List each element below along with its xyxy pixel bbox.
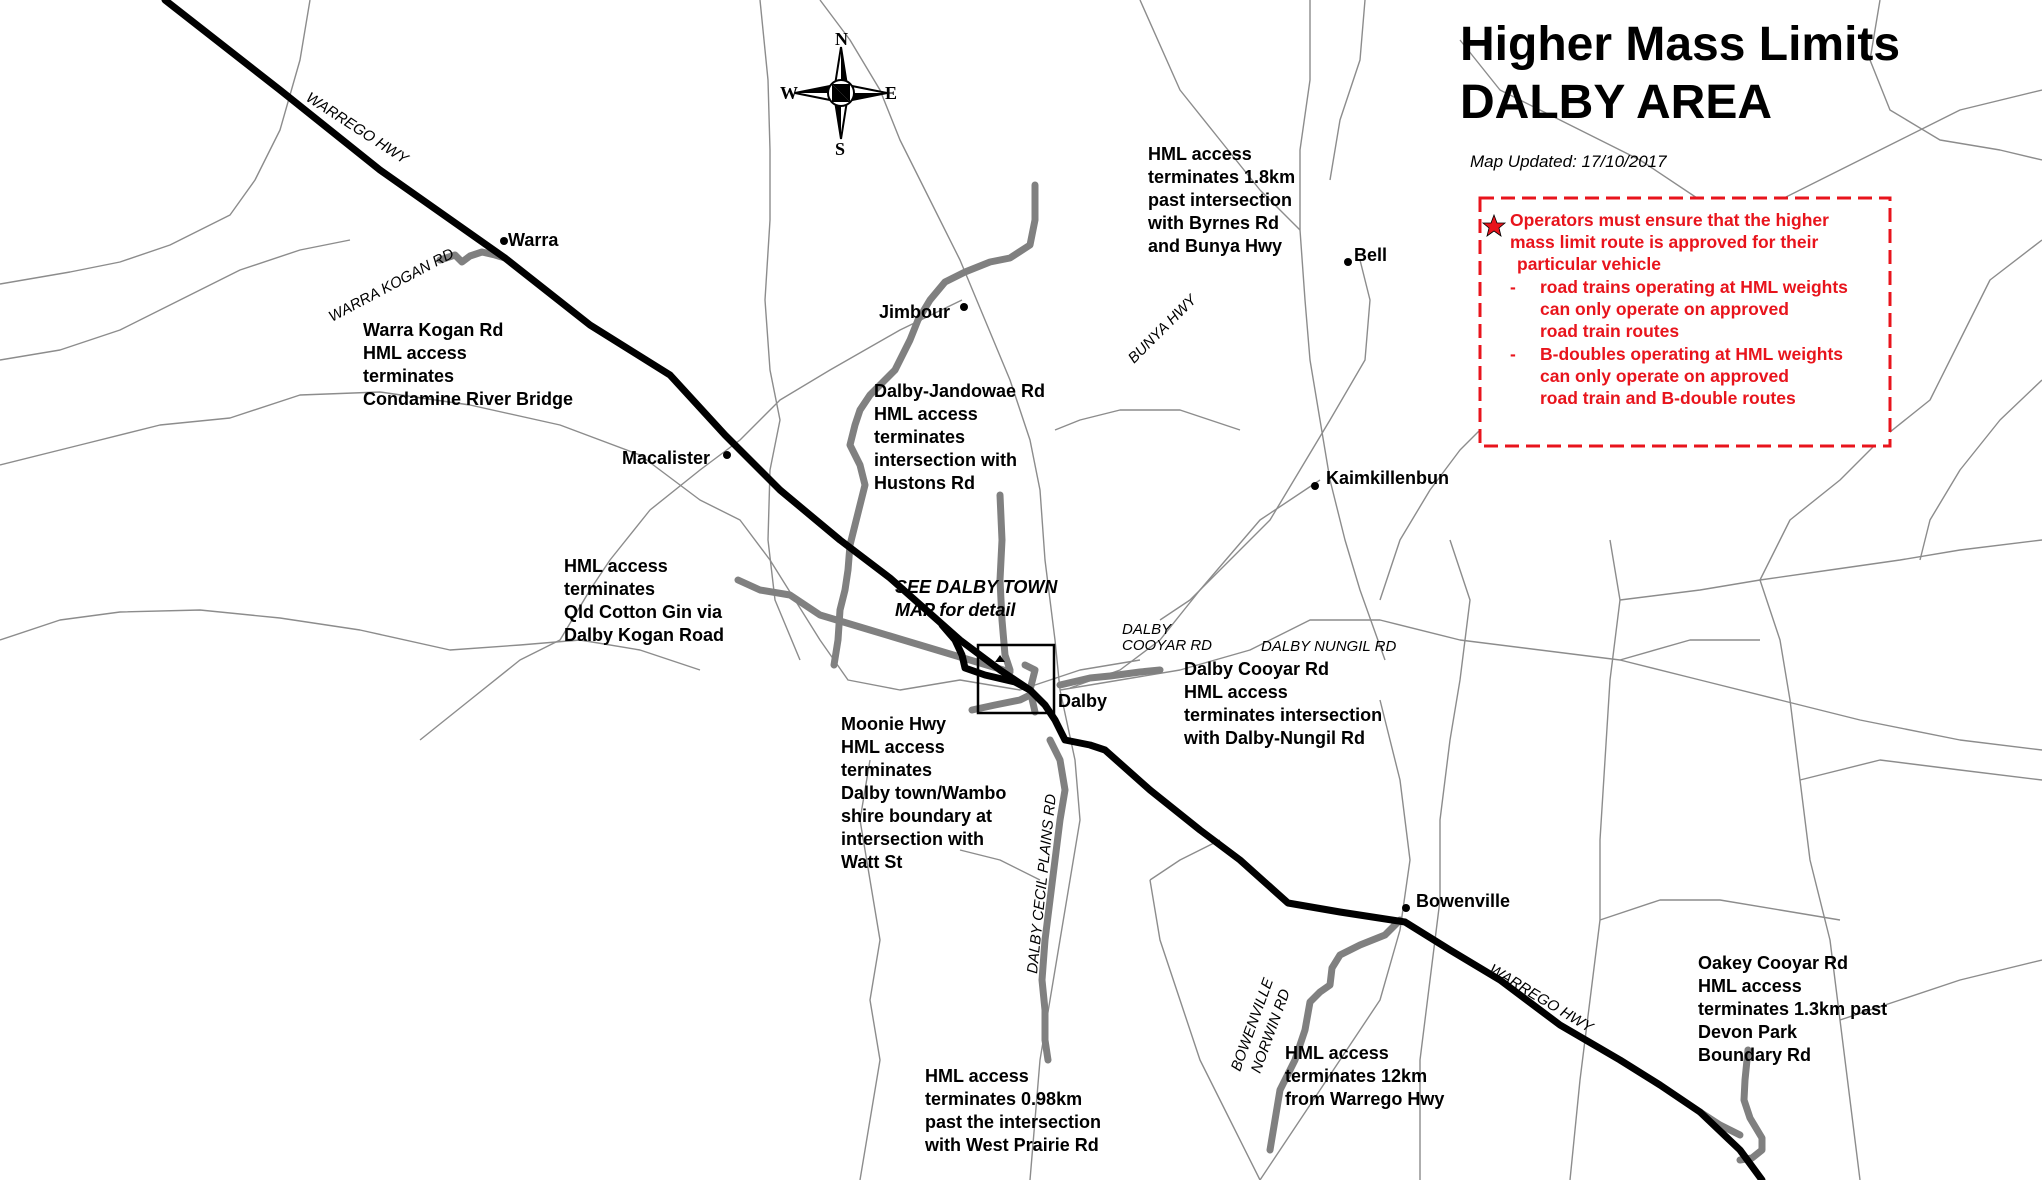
note-warra-kogan: Warra Kogan Rd HML access terminates Con…	[363, 320, 573, 409]
title-block: Higher Mass Limits DALBY AREA Map Update…	[1460, 18, 1900, 171]
compass-w: W	[780, 83, 798, 103]
hml-route-oakey-cooyar	[1736, 1046, 1766, 1164]
notice-bullet1-line2: can only operate on approved	[1540, 299, 1789, 319]
note-see-town: SEE DALBY TOWN MAP for detail	[895, 577, 1062, 620]
road-label-warra-kogan: WARRA KOGAN RD	[326, 245, 457, 325]
town-markers	[500, 237, 1410, 912]
dalby-town-box	[976, 643, 1056, 715]
compass-s: S	[835, 139, 845, 159]
note-cecil-plains: HML access terminates 0.98km past the in…	[924, 1066, 1106, 1155]
annotation-notes: HML access terminates 1.8km past interse…	[363, 144, 1892, 1155]
macalister-dot	[723, 451, 731, 459]
kaimkillenbun-dot	[1311, 482, 1319, 490]
compass-n: N	[835, 29, 848, 49]
road-label-bunya: BUNYA HWY	[1125, 291, 1201, 367]
note-moonie: Moonie Hwy HML access terminates Dalby t…	[841, 714, 1011, 872]
notice-bullet2-line1: B-doubles operating at HML weights	[1540, 344, 1843, 364]
hml-route-town-link	[1021, 661, 1039, 716]
notice-bullet2-line2: can only operate on approved	[1540, 366, 1789, 386]
notice-bullet2-marker: -	[1510, 344, 1516, 364]
note-cooyar: Dalby Cooyar Rd HML access terminates in…	[1183, 659, 1387, 748]
highways	[161, 0, 1766, 1180]
town-labels: Warra Jimbour Bell Macalister Kaimkillen…	[508, 230, 1510, 911]
notice-bullet2-line3: road train and B-double routes	[1540, 388, 1796, 408]
road-label-dalby-nungil: DALBY NUNGIL RD	[1261, 638, 1396, 655]
hml-route-moonie	[968, 691, 1034, 714]
notice-bullet1-line3: road train routes	[1540, 321, 1679, 341]
road-label-dalby-cooyar-1: DALBY	[1122, 621, 1172, 638]
hml-route-bowenville-norwin	[1266, 916, 1404, 1154]
bell-dot	[1344, 258, 1352, 266]
compass-rose: N S E W	[780, 29, 897, 159]
operator-notice: Operators must ensure that the higher ma…	[1478, 196, 1892, 448]
road-label-dalby-cooyar-2: COOYAR RD	[1122, 637, 1212, 654]
jimbour-dot	[960, 303, 968, 311]
hml-route-cecil-plains	[1038, 736, 1069, 1064]
town-macalister: Macalister	[622, 448, 710, 468]
hml-route-jandowae	[996, 491, 1014, 674]
compass-e: E	[885, 83, 897, 103]
note-byrnes: HML access terminates 1.8km past interse…	[1147, 144, 1300, 256]
town-bell: Bell	[1354, 245, 1387, 265]
road-label-warrego-se: WARREGO HWY	[1486, 961, 1597, 1037]
notice-line3: particular vehicle	[1517, 254, 1661, 274]
notice-border	[1478, 196, 1892, 448]
warra-dot	[500, 237, 508, 245]
note-bowenville-norwin: HML access terminates 12km from Warrego …	[1285, 1043, 1444, 1109]
town-kaimkillenbun: Kaimkillenbun	[1326, 468, 1449, 488]
town-bowenville: Bowenville	[1416, 891, 1510, 911]
notice-bullet1-line1: road trains operating at HML weights	[1540, 277, 1848, 297]
star-icon	[1481, 213, 1507, 237]
title-line1: Higher Mass Limits	[1460, 18, 1900, 71]
notice-bullet1-marker: -	[1510, 277, 1516, 297]
hml-route-bunya-hwy	[830, 181, 1039, 669]
note-jandowae: Dalby-Jandowae Rd HML access terminates …	[874, 381, 1050, 493]
town-warra: Warra	[508, 230, 559, 250]
warrego-hwy	[161, 0, 1766, 1180]
note-cotton-gin: HML access terminates Qld Cotton Gin via…	[564, 556, 727, 645]
map-updated: Map Updated: 17/10/2017	[1470, 152, 1667, 171]
title-line2: DALBY AREA	[1460, 76, 1772, 129]
dalby-kogan-link	[938, 621, 1034, 694]
note-oakey: Oakey Cooyar Rd HML access terminates 1.…	[1698, 953, 1892, 1065]
hml-route-cooyar	[1056, 666, 1164, 689]
notice-line2: mass limit route is approved for their	[1510, 232, 1818, 252]
town-box-pointer	[995, 655, 1005, 662]
town-dalby: Dalby	[1058, 691, 1107, 711]
bowenville-dot	[1402, 904, 1410, 912]
town-jimbour: Jimbour	[879, 302, 950, 322]
notice-line1: Operators must ensure that the higher	[1510, 210, 1829, 230]
